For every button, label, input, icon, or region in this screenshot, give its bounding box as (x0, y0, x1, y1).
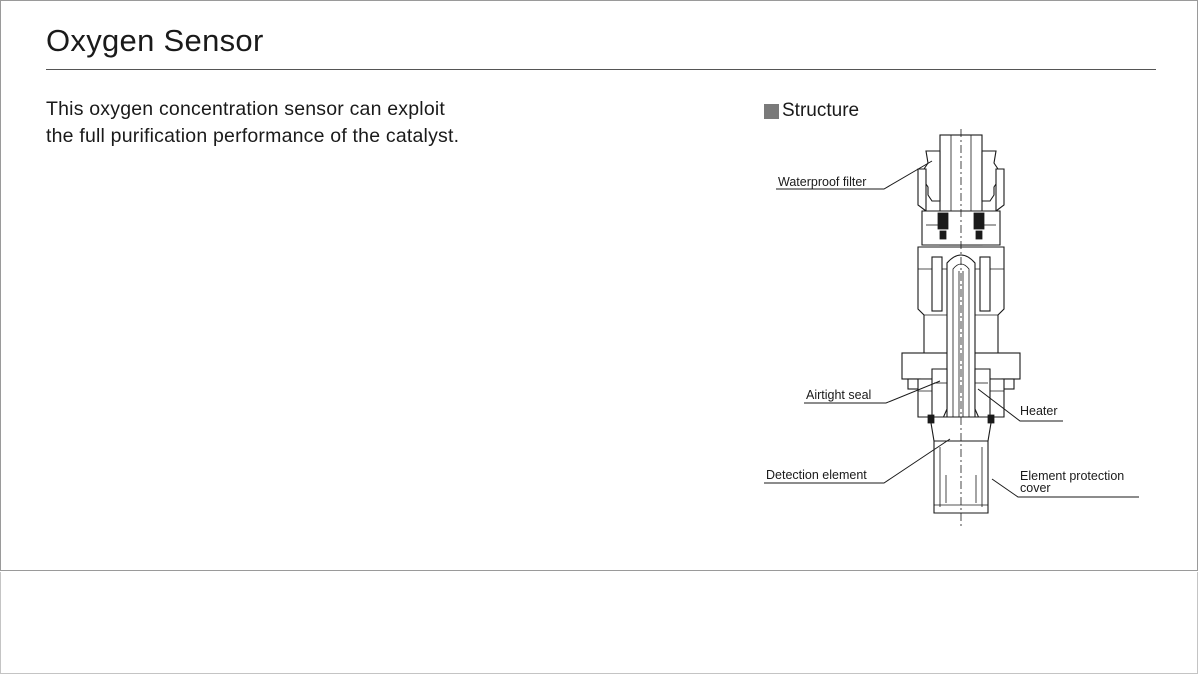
label-protection-cover-line1: Element protection (1020, 469, 1124, 483)
leader-protection-cover (991, 478, 1139, 498)
leader-waterproof-filter (776, 160, 933, 190)
label-waterproof-filter: Waterproof filter (778, 175, 866, 189)
description-line-1: This oxygen concentration sensor can exp… (46, 98, 446, 120)
sensor-structure-diagram: Waterproof filter Airtight seal Heater D… (756, 129, 1156, 534)
bottom-blank-panel (0, 572, 1198, 674)
square-bullet-icon (764, 103, 779, 119)
label-protection-cover-line2: cover (1020, 481, 1051, 495)
label-heater: Heater (1020, 404, 1058, 418)
label-airtight-seal: Airtight seal (806, 388, 871, 402)
slide-panel: Oxygen Sensor This oxygen concentration … (0, 0, 1198, 571)
structure-heading: Structure (764, 100, 859, 122)
leader-heater (977, 388, 1063, 422)
leader-detection-element (764, 438, 951, 484)
description-line-2: the full purification performance of the… (46, 125, 460, 147)
label-detection-element: Detection element (766, 468, 867, 482)
title-divider (46, 69, 1156, 70)
leader-airtight-seal (804, 380, 941, 404)
description: This oxygen concentration sensor can exp… (46, 96, 666, 150)
sensor-cross-section-svg: Waterproof filter Airtight seal Heater D… (764, 129, 1139, 527)
page-title: Oxygen Sensor (46, 23, 264, 58)
structure-heading-text: Structure (782, 100, 860, 121)
